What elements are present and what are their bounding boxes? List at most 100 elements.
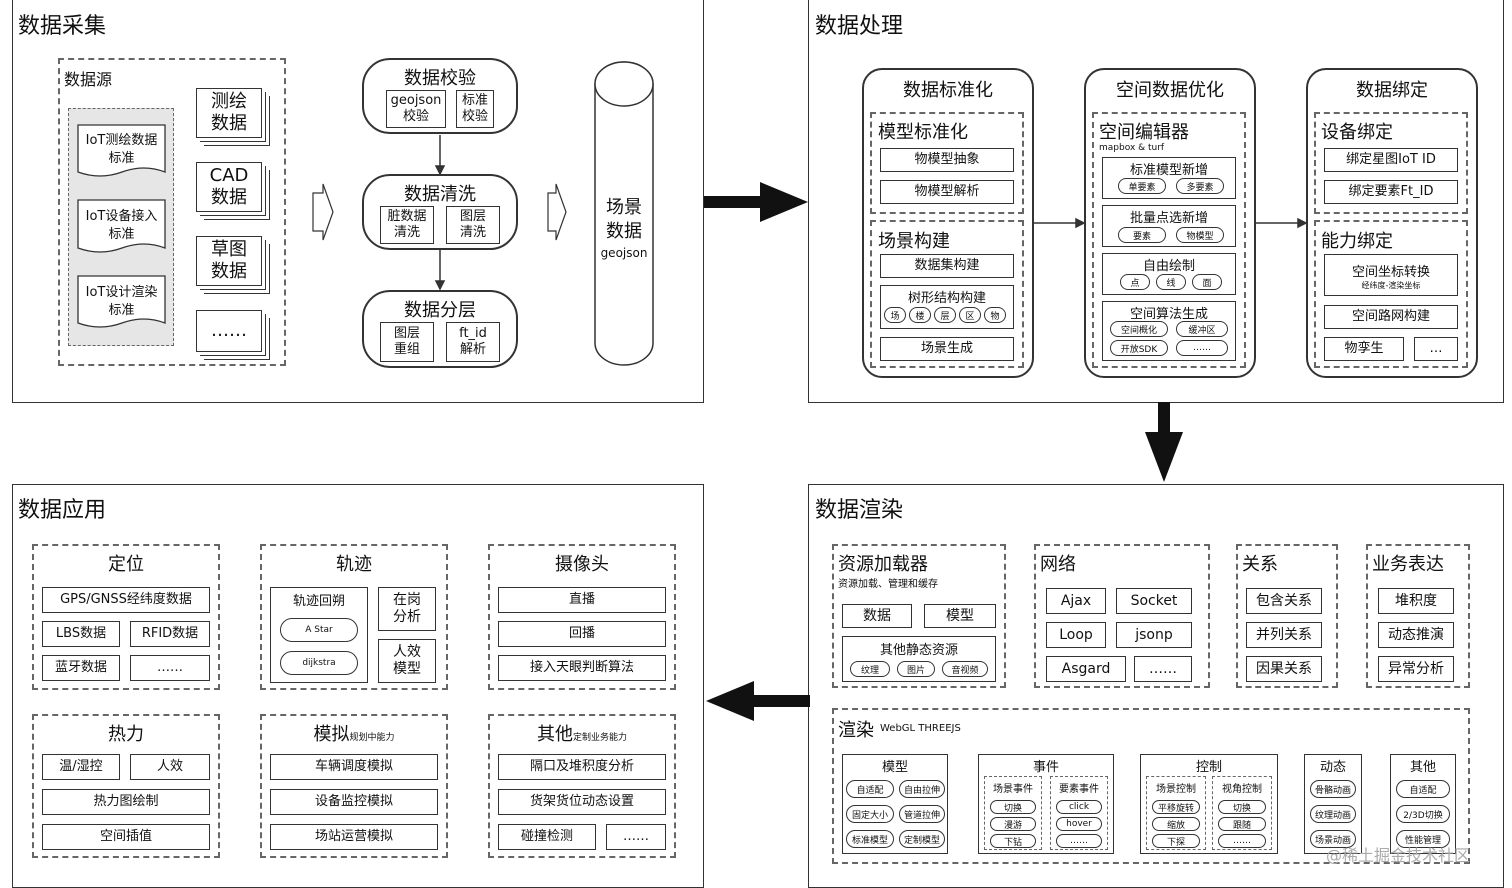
ability-bind-title: 能力绑定 (1321, 231, 1393, 252)
watermark: @稀土掘金技术社区 (1326, 846, 1471, 865)
model-adaptive: 自适配 (846, 780, 894, 798)
draw-line: 线 (1156, 274, 1186, 290)
res-media: 音视频 (942, 661, 988, 677)
track-efficiency: 人效 模型 (378, 639, 436, 683)
apply-other-sub: 定制业务能力 (572, 733, 627, 743)
stack-cad-data: CAD 数据 (196, 162, 262, 212)
bind-ft-id: 绑定要素Ft_ID (1324, 180, 1458, 204)
sim-heading: 模拟规划中能力 (260, 720, 448, 746)
view-control-group (1212, 776, 1272, 850)
process-title: 数据处理 (815, 14, 904, 39)
event-click: click (1056, 800, 1102, 814)
tree-item-floor: 层 (934, 307, 956, 323)
panel-apply (12, 484, 704, 888)
heat-group (32, 714, 220, 858)
model-standard-group (870, 112, 1024, 214)
event-drill: 下钻 (990, 834, 1036, 848)
optimize-title: 空间数据优化 (1116, 80, 1224, 101)
locate-more: …… (130, 655, 210, 681)
network-group (1034, 544, 1210, 688)
ctrl-zoom: 缩放 (1152, 817, 1200, 831)
view-control-title: 视角控制 (1222, 784, 1262, 795)
net-socket: Socket (1116, 588, 1192, 614)
coord-transform (1324, 254, 1458, 296)
heat-title: 热力 (108, 724, 144, 745)
draw-point: 点 (1120, 274, 1150, 290)
apply-other-title: 其他 (536, 724, 573, 745)
layer-ftid: ft_id 解析 (446, 322, 500, 362)
heat-efficiency: 人效 (130, 754, 210, 780)
locate-title: 定位 (108, 554, 144, 575)
other-more: …… (606, 824, 666, 850)
tree-build-title: 树形结构构建 (907, 291, 986, 306)
layer-title: 数据分层 (404, 300, 476, 321)
coord-transform-sub: 经纬度-渲染坐标 (1361, 281, 1421, 290)
tree-item-building: 楼 (909, 307, 931, 323)
std-model-add-title: 标准模型新增 (1129, 163, 1208, 178)
load-data: 数据 (842, 604, 912, 628)
model-free-stretch: 自由拉伸 (899, 780, 945, 798)
engine-group (832, 708, 1470, 864)
anim-skeleton: 骨骼动画 (1310, 780, 1356, 798)
res-texture: 纹理 (850, 661, 890, 677)
load-model: 模型 (924, 604, 996, 628)
apply-title: 数据应用 (18, 498, 107, 523)
locate-group (32, 544, 220, 690)
locate-rfid: RFID数据 (130, 621, 210, 647)
engine-control-title: 控制 (1195, 760, 1222, 775)
other-gap-analysis: 隔口及堆积度分析 (498, 754, 666, 780)
camera-skyeye: 接入天眼判断算法 (498, 655, 666, 681)
scene-control-group (1146, 776, 1206, 850)
engine-anim-title: 动态 (1319, 760, 1346, 775)
anim-scene: 场景动画 (1310, 830, 1356, 848)
spatial-algo-title: 空间算法生成 (1129, 307, 1208, 322)
sim-station: 场站运营模拟 (270, 824, 438, 850)
event-more: …… (1056, 834, 1102, 848)
device-bind-title: 设备绑定 (1321, 122, 1393, 143)
stack-sketch-data: 草图 数据 (196, 236, 262, 286)
loader-sub: 资源加载、管理和缓存 (838, 579, 938, 590)
net-more: …… (1134, 656, 1192, 682)
track-group (260, 544, 448, 690)
multi-element: 多要素 (1176, 178, 1224, 194)
batch-select-title: 批量点选新增 (1129, 211, 1208, 226)
model-standard: 标准模型 (846, 830, 894, 848)
ability-more: … (1414, 337, 1458, 361)
net-ajax: Ajax (1046, 588, 1106, 614)
doc-mapping-standard: IoT测绘数据 标准 (85, 133, 158, 166)
scene-event-group (984, 776, 1042, 850)
sim-vehicle: 车辆调度模拟 (270, 754, 438, 780)
engine-other-title: 其他 (1409, 760, 1436, 775)
editor-sub: mapbox & turf (1099, 143, 1165, 153)
model-standard-title: 模型标准化 (878, 122, 968, 143)
doc-device-standard: IoT设备接入 标准 (85, 209, 158, 242)
loader-group (832, 544, 1006, 688)
model-parse: 物模型解析 (880, 180, 1014, 204)
sim-title: 模拟 (313, 724, 350, 745)
scene-build-group (870, 220, 1024, 368)
locate-bluetooth: 蓝牙数据 (42, 655, 120, 681)
algo-dijkstra: dijkstra (280, 651, 358, 675)
track-replay-title: 轨迹回朔 (292, 594, 345, 609)
object-twin: 物孪生 (1324, 337, 1404, 361)
ctrl-probe: 下探 (1152, 834, 1200, 848)
model-abstract: 物模型抽象 (880, 148, 1014, 172)
event-hover: hover (1056, 817, 1102, 831)
view-follow: 跟随 (1218, 817, 1266, 831)
biz-simulation: 动态推演 (1378, 622, 1454, 648)
loader-title: 资源加载器 (838, 554, 928, 575)
relation-group (1236, 544, 1338, 688)
clean-title: 数据清洗 (404, 184, 476, 205)
other-2d3d: 2/3D切换 (1396, 805, 1450, 823)
scene-generate: 场景生成 (880, 337, 1014, 361)
sim-device: 设备监控模拟 (270, 789, 438, 815)
layer-regroup: 图层 重组 (380, 322, 434, 362)
tree-item-field: 场 (884, 307, 906, 323)
algo-more: …… (1176, 340, 1228, 356)
camera-title: 摄像头 (555, 554, 609, 575)
anim-texture: 纹理动画 (1310, 805, 1356, 823)
batch-model: 物模型 (1176, 227, 1224, 243)
track-title: 轨迹 (336, 554, 372, 575)
biz-accumulation: 堆积度 (1378, 588, 1454, 614)
ctrl-pan-rotate: 平移旋转 (1152, 800, 1200, 814)
